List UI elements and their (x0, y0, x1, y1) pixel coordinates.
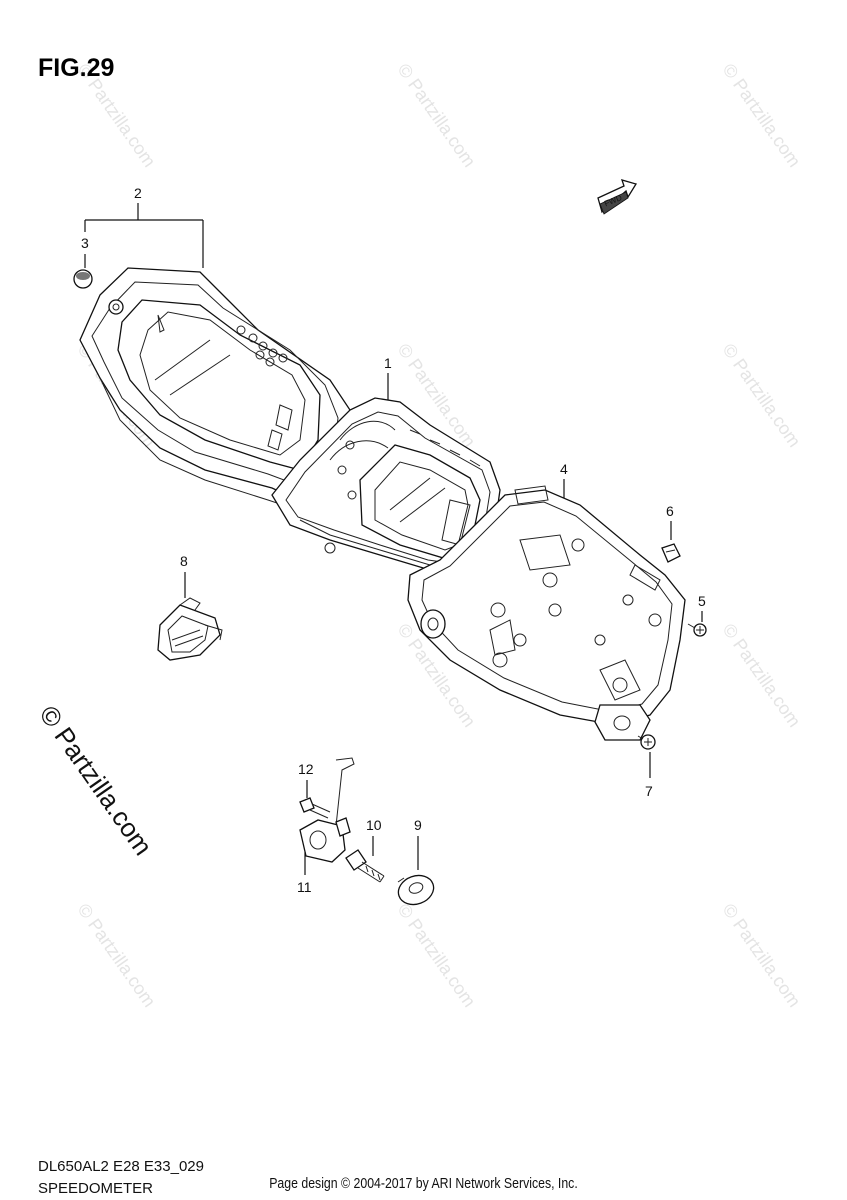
callout-1-label: 1 (384, 355, 392, 371)
callout-2: 2 (84, 185, 204, 268)
callout-10-label: 10 (366, 817, 382, 833)
washer-part-9 (397, 874, 435, 906)
callout-11-label: 11 (297, 879, 312, 895)
connector-part-8 (157, 597, 223, 661)
meter-case-lower-part-4 (407, 485, 686, 741)
clip-nut-part-6 (661, 543, 681, 563)
callout-10: 10 (366, 817, 382, 856)
sensor-bracket-part-11 (299, 757, 355, 863)
callout-12-label: 12 (298, 761, 314, 777)
meter-case-upper-part-2 (79, 267, 351, 511)
screw-part-7 (637, 734, 656, 750)
bolt-part-12 (299, 797, 331, 819)
callout-5: 5 (698, 593, 706, 622)
callout-12: 12 (298, 761, 314, 798)
callout-5-label: 5 (698, 593, 706, 609)
callout-7: 7 (645, 752, 653, 799)
model-code: DL650AL2 E28 E33_029 (38, 1158, 204, 1175)
fwd-arrow-icon: FWD (597, 179, 638, 215)
callout-7-label: 7 (645, 783, 653, 799)
callout-8: 8 (180, 553, 188, 598)
meter-assembly-part-1 (271, 397, 501, 584)
callout-4-label: 4 (560, 461, 568, 477)
bolt-part-10 (345, 849, 385, 883)
screw-part-5 (687, 623, 707, 637)
callout-2-label: 2 (134, 185, 142, 201)
callout-9-label: 9 (414, 817, 422, 833)
section-name: SPEEDOMETER (38, 1180, 154, 1197)
callout-6: 6 (666, 503, 674, 540)
callout-9: 9 (414, 817, 422, 870)
callout-8-label: 8 (180, 553, 188, 569)
callout-11: 11 (297, 852, 312, 895)
rubber-cap-part-3 (73, 269, 93, 289)
callout-3-label: 3 (81, 235, 89, 251)
callout-3: 3 (81, 235, 89, 268)
page-footer: Page design © 2004-2017 by ARI Network S… (269, 1175, 578, 1192)
callout-6-label: 6 (666, 503, 674, 519)
figure-title: FIG.29 (38, 54, 115, 82)
